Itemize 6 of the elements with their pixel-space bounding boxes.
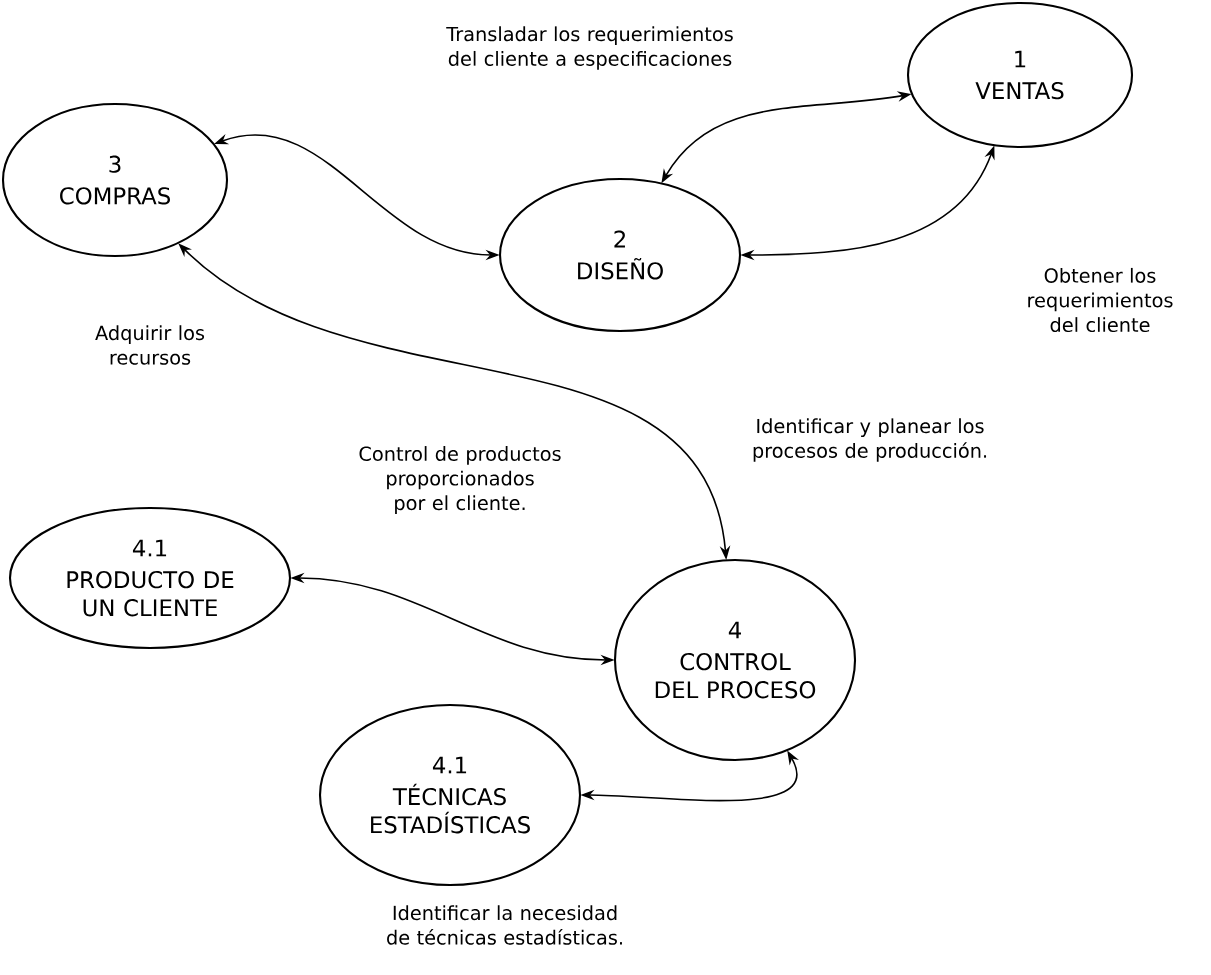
description-text: Adquirir los recursos (95, 325, 205, 365)
description-text: Identificar la necesidad de técnicas estadísticas. (387, 905, 622, 945)
description-text: Identificar y planear los procesos de producción. (753, 418, 987, 462)
description-text: Transladar los requerimientos del cliente a especificaciones (446, 26, 733, 70)
description-text: Obtener los requerimientos del cliente (1028, 267, 1173, 333)
description-text: Control de productos proporcionados por el cliente. (359, 446, 561, 514)
